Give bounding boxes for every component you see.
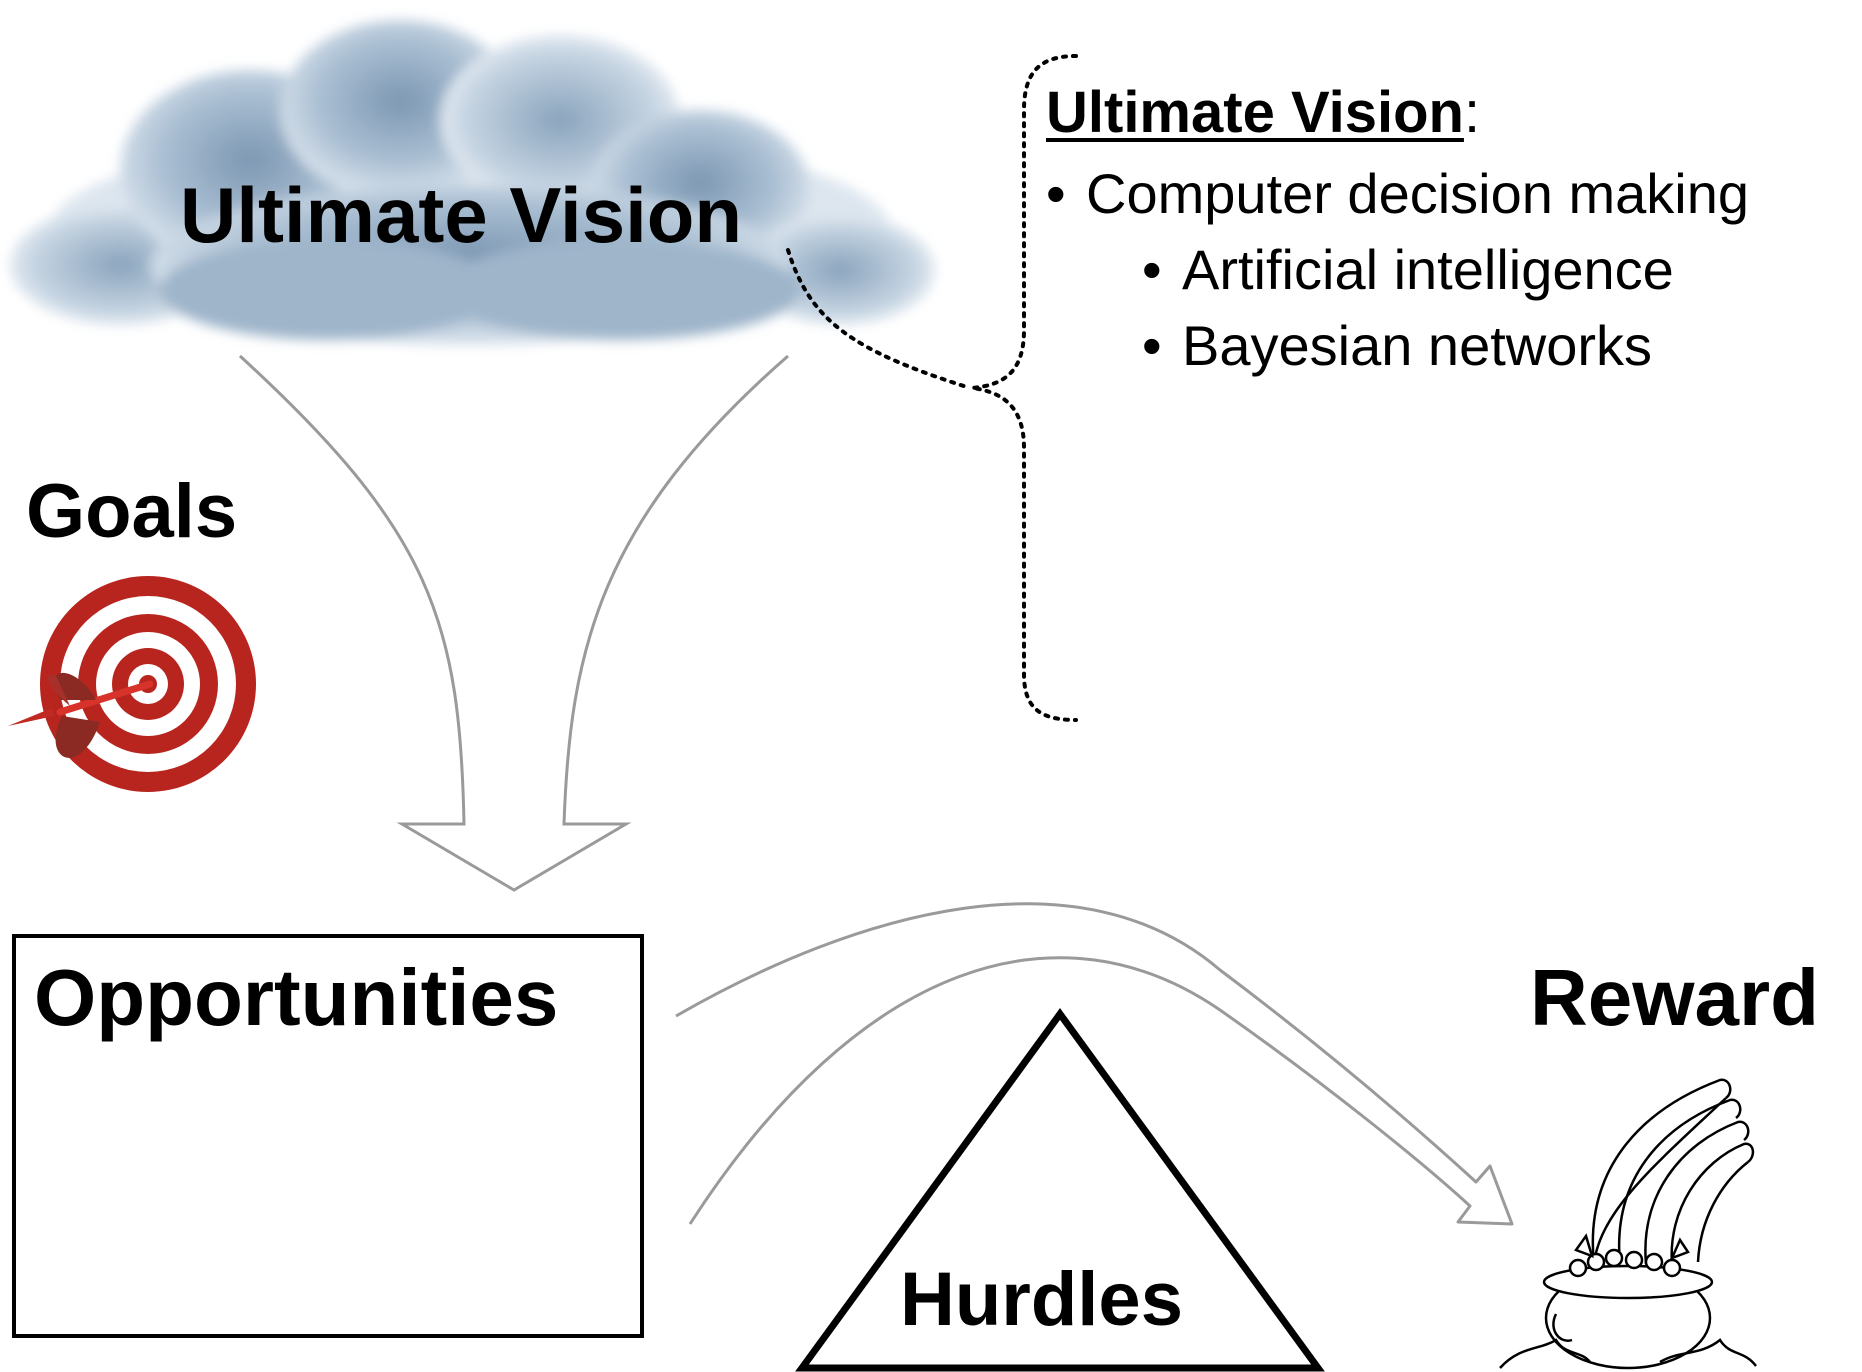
list-item: • Artificial intelligence: [1046, 232, 1749, 308]
vision-panel-heading: Ultimate Vision:: [1046, 84, 1749, 142]
cloud-connector-dotted: [786, 248, 972, 390]
list-item: • Computer decision making: [1046, 156, 1749, 232]
hurdles-label: Hurdles: [900, 1257, 1183, 1342]
bullet-icon: •: [1142, 238, 1162, 301]
vision-panel-list: • Computer decision making • Artificial in…: [1046, 156, 1749, 384]
opportunities-box: [12, 934, 644, 1338]
vision-brace-dotted: [971, 54, 1078, 722]
vision-panel-heading-colon: :: [1463, 80, 1481, 145]
reward-label: Reward: [1530, 953, 1819, 1042]
rainbow-icon: [1591, 1078, 1755, 1265]
opportunities-label: Opportunities: [34, 953, 559, 1042]
pot-of-gold-icon: [1499, 1233, 1757, 1370]
goals-label: Goals: [26, 469, 238, 554]
vision-to-opportunities-arrow: [238, 354, 789, 892]
cloud-title: Ultimate Vision: [180, 171, 743, 259]
opportunities-to-reward-arrow: [675, 902, 1514, 1226]
vision-panel-heading-text: Ultimate Vision: [1046, 80, 1464, 145]
bullet-icon: •: [1046, 162, 1066, 225]
list-item-text: Artificial intelligence: [1182, 238, 1674, 301]
list-item: • Bayesian networks: [1046, 308, 1749, 384]
bullet-icon: •: [1142, 314, 1162, 377]
cloud-icon: [10, 20, 935, 345]
hurdles-triangle: [795, 1008, 1325, 1372]
list-item-text: Bayesian networks: [1182, 314, 1653, 377]
list-item-text: Computer decision making: [1086, 162, 1749, 225]
dart-icon: [8, 672, 154, 758]
vision-panel: Ultimate Vision: • Computer decision maki…: [1046, 84, 1749, 384]
